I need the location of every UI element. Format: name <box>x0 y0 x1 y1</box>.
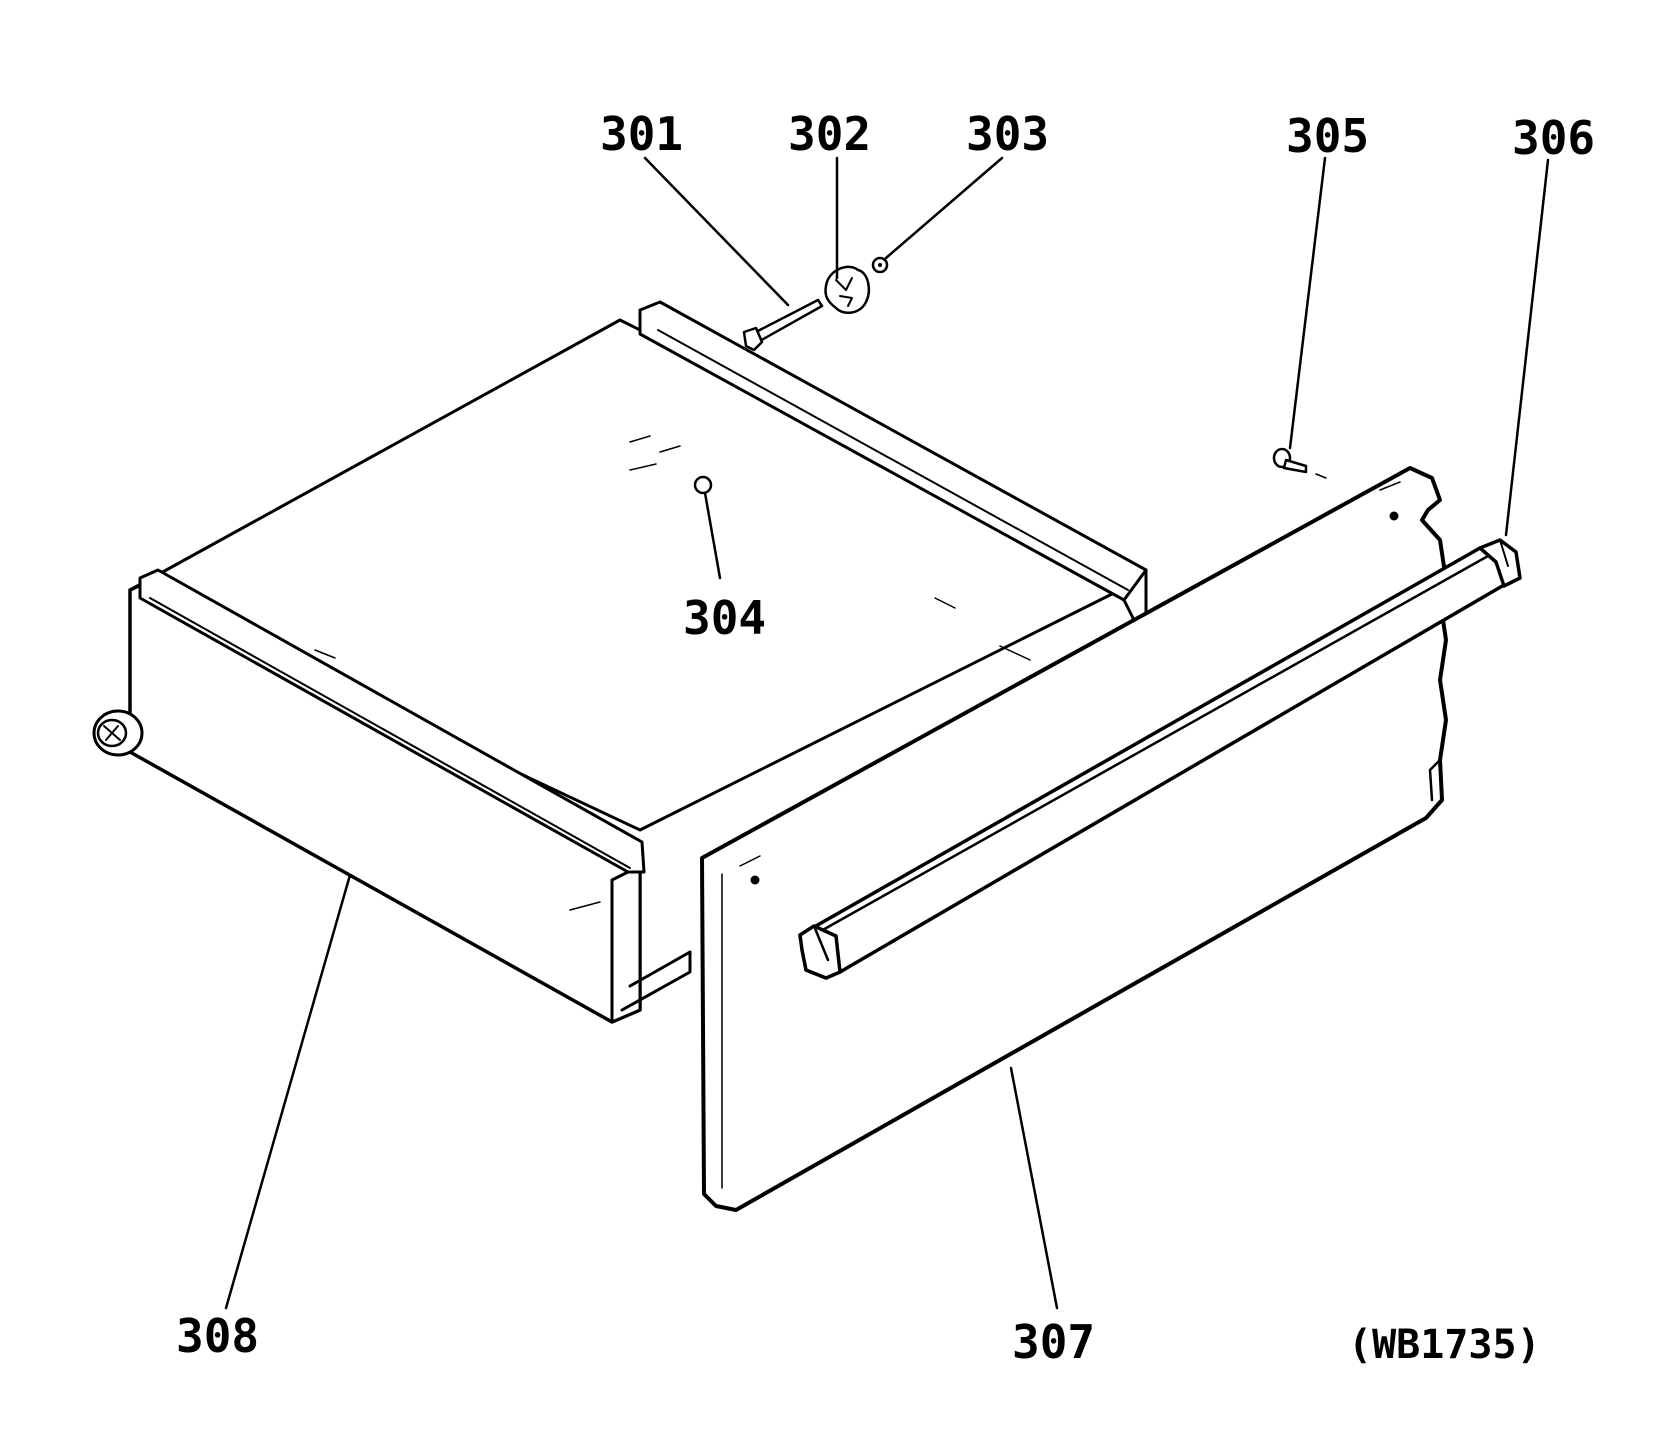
leader-306 <box>1504 158 1550 537</box>
mount-hole-right <box>1389 511 1399 521</box>
leader-304 <box>703 491 722 580</box>
leader-307 <box>1009 1066 1059 1310</box>
leader-303 <box>884 156 1004 260</box>
mount-hole-left <box>750 875 760 885</box>
leader-305 <box>1288 156 1327 450</box>
drawer-front-lip <box>138 568 646 874</box>
front-panel-face <box>700 466 1448 1212</box>
part-303-washer <box>871 256 889 274</box>
drawer-front-panel <box>700 466 1448 1212</box>
leader-lines <box>224 156 1550 1310</box>
part-304-stud <box>693 475 713 495</box>
drawer-roller <box>92 709 144 757</box>
label-307: 307 <box>1012 1315 1095 1369</box>
label-305: 305 <box>1286 109 1369 163</box>
model-code-caption: (WB1735) <box>1348 1322 1541 1368</box>
drawer-handle <box>798 538 1522 980</box>
label-301: 301 <box>600 107 683 161</box>
label-303: 303 <box>966 107 1049 161</box>
leader-301 <box>643 156 790 307</box>
drawer-front-return <box>610 870 642 1024</box>
label-306: 306 <box>1512 111 1595 165</box>
leader-308 <box>224 873 352 1310</box>
part-labels: 301 302 303 304 305 306 307 308 (WB1735) <box>176 107 1595 1369</box>
label-302: 302 <box>788 107 871 161</box>
handle-end-cap-left <box>798 924 842 980</box>
part-301-pin <box>742 298 824 352</box>
label-308: 308 <box>176 1309 259 1363</box>
drawer-body <box>92 300 1148 1024</box>
label-304: 304 <box>683 591 766 645</box>
part-305-screw <box>1272 447 1327 479</box>
part-302-clip <box>824 265 870 315</box>
